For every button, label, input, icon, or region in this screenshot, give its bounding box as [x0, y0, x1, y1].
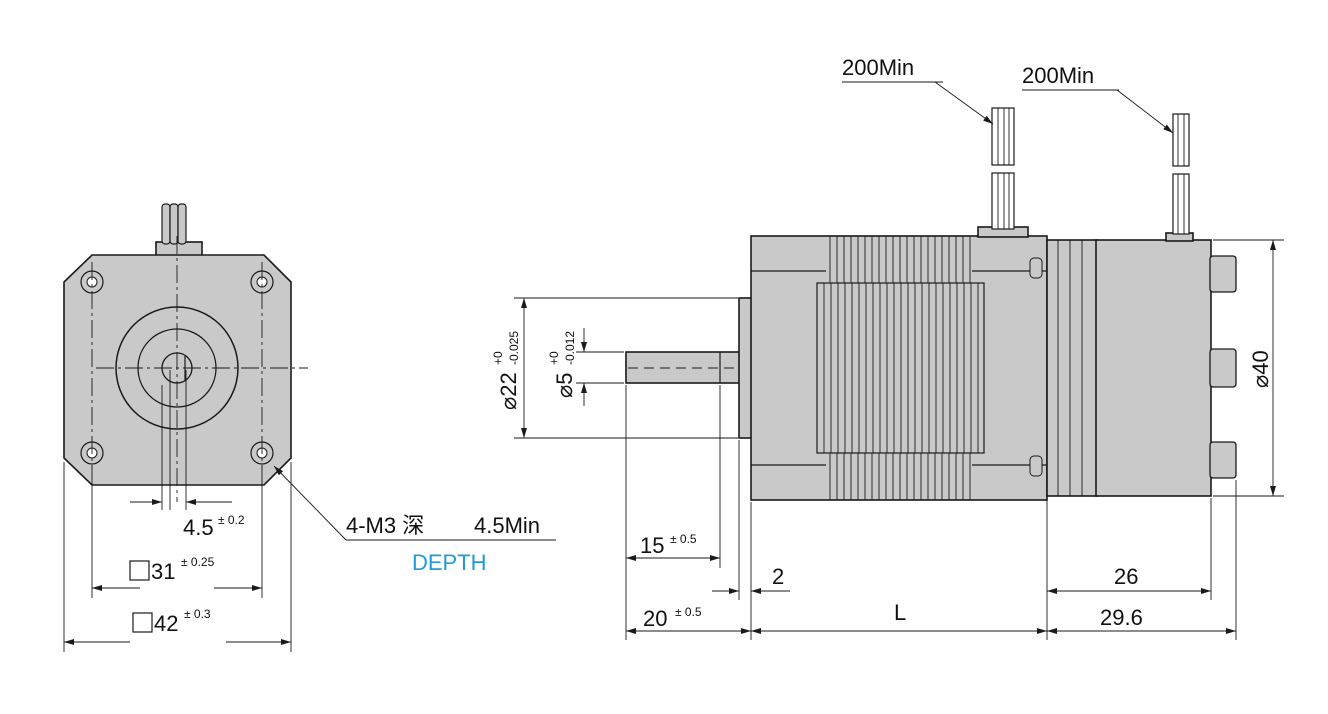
dim-shaft-tol-up: +0 — [547, 351, 561, 365]
mounting-holes — [80, 270, 274, 465]
dim-shaft-dia-text: ⌀5 — [552, 373, 577, 398]
lead-2-text: 200Min — [1022, 63, 1094, 88]
m3-depth-label: DEPTH — [412, 550, 487, 575]
m3-leader — [273, 465, 556, 541]
dim-pilot-tol-up: +0 — [491, 351, 505, 365]
front-cable-wires — [161, 203, 187, 245]
dim-26-text: 26 — [1114, 564, 1138, 589]
dim-20-tol: ± 0.5 — [675, 605, 702, 619]
dim-31-tol: ± 0.25 — [181, 555, 215, 569]
dim-15-text: 15 — [640, 533, 664, 558]
front-view: 4.5 ± 0.2 31 ± 0.25 42 ± 0.3 4-M3 深 4.5M… — [63, 203, 556, 652]
side-extension-lines — [625, 385, 1237, 640]
m3-thread-text: 4-M3 深 — [346, 513, 424, 538]
pilot-boss-side — [738, 297, 753, 439]
dim-2-text: 2 — [772, 564, 784, 589]
rear-bolt-top — [1029, 257, 1043, 279]
fin-plate-lines — [823, 283, 979, 453]
dim-pilot-dia-text: ⌀22 — [496, 372, 521, 410]
lead-1-leader — [842, 81, 994, 125]
dim-15-tol: ± 0.5 — [670, 532, 697, 546]
dim-20-text: 20 — [643, 606, 667, 631]
lead-wire-1 — [991, 107, 1015, 230]
shaft — [625, 351, 741, 384]
encoder-housing — [1095, 239, 1212, 497]
dim-42 — [63, 462, 292, 652]
m3-depth-value: 4.5Min — [474, 513, 540, 538]
dim-shaft-tol-dn: -0.012 — [563, 331, 577, 365]
dim-pilot-tol-dn: -0.025 — [507, 331, 521, 365]
dim-4-5 — [130, 370, 232, 510]
dim-pilot-dia-label: ⌀22 +0 -0.025 — [491, 331, 521, 410]
lead-wire-2 — [1172, 113, 1190, 235]
dim-31-text: 31 — [151, 559, 175, 584]
encoder-connectors — [1209, 255, 1237, 479]
dim-shaft-dia — [576, 328, 624, 406]
dim-4-5-tol: ± 0.2 — [218, 513, 245, 527]
dim-4-5-text: 4.5 — [183, 515, 214, 540]
adapter-ribs — [1057, 240, 1083, 496]
dim-L-text: L — [894, 600, 906, 625]
square-symbol-31 — [129, 560, 150, 581]
dim-42-tol: ± 0.3 — [184, 607, 211, 621]
rear-bolt-bottom — [1029, 455, 1043, 477]
dim-shaft-dia-label: ⌀5 +0 -0.012 — [547, 331, 577, 398]
square-symbol-42 — [132, 612, 153, 633]
encoder-adapter — [1046, 239, 1098, 497]
side-view: 200Min 200Min ⌀22 +0 -0.025 ⌀5 +0 -0.012 — [491, 55, 1284, 640]
lead-2-leader — [1022, 89, 1174, 134]
dim-29-6-text: 29.6 — [1100, 605, 1143, 630]
dim-42-text: 42 — [154, 611, 178, 636]
fin-plate — [816, 282, 985, 454]
dim-encoder-dia-text: ⌀40 — [1248, 350, 1273, 388]
dim-31 — [91, 466, 263, 598]
lead-1-text: 200Min — [842, 55, 914, 80]
dim-encoder-dia — [1213, 239, 1284, 497]
